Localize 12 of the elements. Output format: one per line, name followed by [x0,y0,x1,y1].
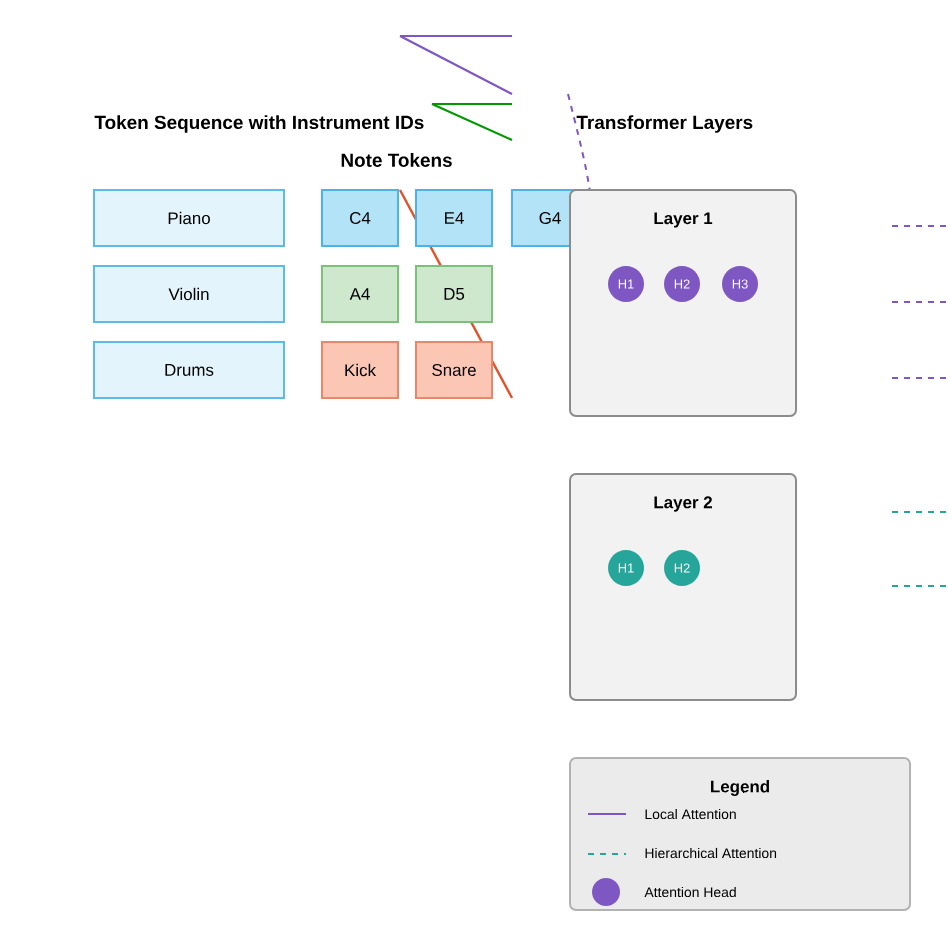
instrument-box: Violin [93,265,285,323]
section-title: Token Sequence with Instrument IDs [94,115,424,133]
note-token-box: E4 [415,189,493,247]
section-title: Transformer Layers [576,115,753,133]
instrument-box: Piano [93,189,285,247]
note-token-box: Snare [415,341,493,399]
note-token-box: A4 [321,265,399,323]
note-token-box: D5 [415,265,493,323]
section-title: Note Tokens [341,153,452,167]
note-token-box: Kick [321,341,399,399]
instrument-box: Drums [93,341,285,399]
note-token-box: C4 [321,189,399,247]
